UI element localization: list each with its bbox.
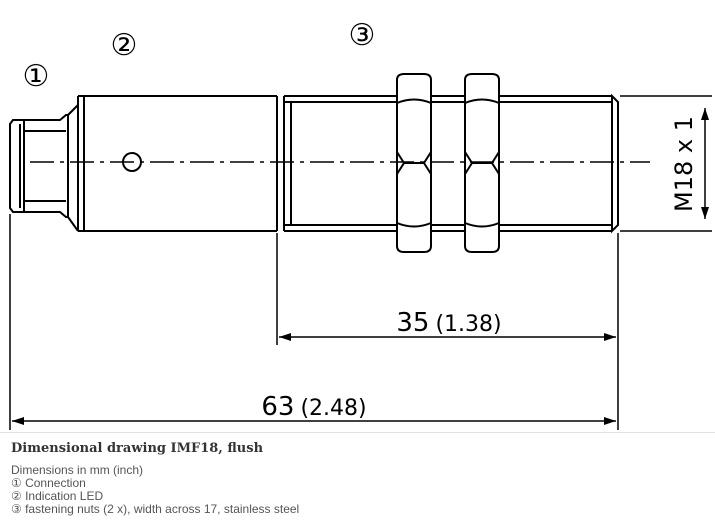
caption-item-indication-led: ② Indication LED	[11, 489, 104, 503]
sensor-housing	[67, 95, 285, 232]
extension-lines	[9, 214, 619, 430]
callout-indication-led: ②	[111, 28, 138, 63]
caption-units: Dimensions in mm (inch)	[11, 463, 144, 477]
caption-title: Dimensional drawing IMF18, flush	[11, 441, 264, 456]
dimensional-drawing: ① ② ③	[9, 18, 712, 430]
dimension-35-text: 35(1.38)	[396, 308, 501, 338]
fastening-nut-2	[464, 73, 500, 253]
dimension-63-mm: 63	[261, 392, 294, 422]
sensor-drawing-svg: ① ② ③	[9, 18, 712, 430]
caption-separator	[0, 432, 715, 433]
caption: Dimensional drawing IMF18, flush Dimensi…	[11, 441, 711, 516]
dimension-63-text: 63(2.48)	[261, 392, 366, 422]
threaded-section	[284, 93, 619, 234]
thread-size-label: M18 x 1	[670, 116, 698, 212]
dimension-63-inch: (2.48)	[300, 396, 366, 421]
thread-dimension	[620, 95, 712, 232]
dimension-35-mm: 35	[396, 308, 429, 338]
caption-item-connection: ① Connection	[11, 476, 86, 490]
caption-item-fastening-nuts: ③ fastening nuts (2 x), width across 17,…	[11, 502, 300, 516]
connector-body	[9, 104, 79, 232]
fastening-nut-1	[396, 73, 432, 253]
dimension-35-inch: (1.38)	[435, 312, 501, 337]
callout-fastening-nuts: ③	[349, 18, 376, 53]
callout-connection: ①	[23, 59, 50, 94]
